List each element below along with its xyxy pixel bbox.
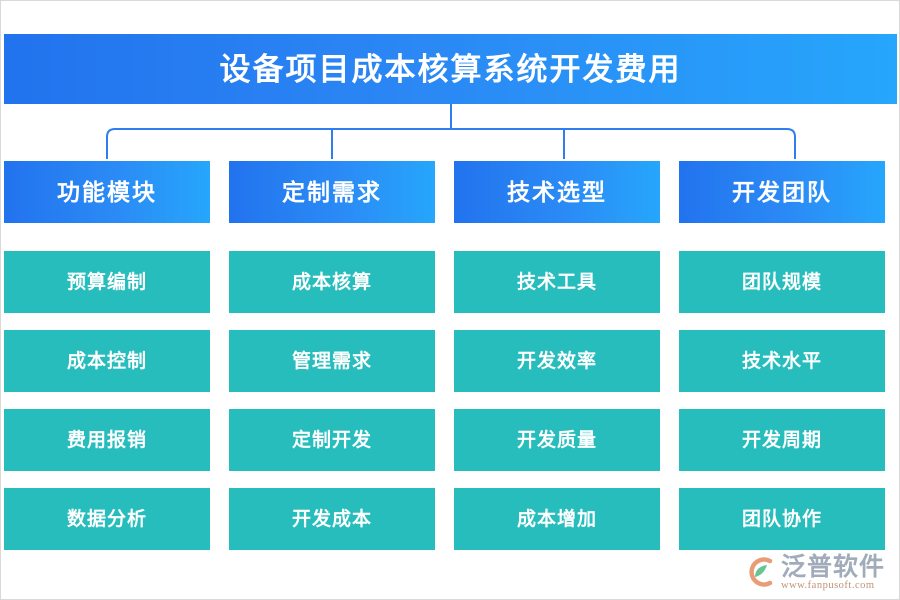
category-columns: 功能模块 预算编制 成本控制 费用报销 数据分析 定制需求 成本核算 [4,161,897,550]
item-label: 成本增加 [516,508,597,530]
column-header-label-3: 技术选型 [507,179,607,205]
item-cell[interactable]: 预算编制 [4,251,210,313]
item-cell[interactable]: 管理需求 [229,330,435,392]
item-label: 开发效率 [516,350,597,372]
item-label: 技术水平 [741,350,822,372]
column-header-4[interactable]: 开发团队 [679,161,885,223]
column-header-3[interactable]: 技术选型 [454,161,660,223]
item-label: 定制开发 [291,429,372,451]
item-label: 费用报销 [66,429,147,451]
item-cell[interactable]: 团队协作 [679,488,885,550]
fanpu-logo-icon [743,555,777,589]
column-header-label-4: 开发团队 [732,179,832,205]
column-technology-selection: 技术选型 技术工具 开发效率 开发质量 成本增加 [454,161,660,550]
item-cell[interactable]: 技术水平 [679,330,885,392]
item-cell[interactable]: 费用报销 [4,409,210,471]
item-label: 开发成本 [291,508,372,530]
connector-lines [106,104,796,159]
item-label: 预算编制 [66,271,147,293]
item-cell[interactable]: 定制开发 [229,409,435,471]
connector-bus [106,128,796,159]
item-cell[interactable]: 成本控制 [4,330,210,392]
watermark: 泛普软件 www.fanpusoft.com [743,554,885,592]
item-cell[interactable]: 成本核算 [229,251,435,313]
item-cell[interactable]: 成本增加 [454,488,660,550]
item-cell[interactable]: 开发周期 [679,409,885,471]
fanpu-logo-wordmark: 泛普软件 www.fanpusoft.com [781,554,885,592]
item-label: 管理需求 [291,350,372,372]
column-header-1[interactable]: 功能模块 [4,161,210,223]
column-custom-requirements: 定制需求 成本核算 管理需求 定制开发 开发成本 [229,161,435,550]
item-label: 成本核算 [291,271,372,293]
column-development-team: 开发团队 团队规模 技术水平 开发周期 团队协作 [679,161,885,550]
column-header-label-2: 定制需求 [282,179,382,205]
brand-url: www.fanpusoft.com [780,579,875,591]
item-label: 团队协作 [741,508,822,530]
column-functional-modules: 功能模块 预算编制 成本控制 费用报销 数据分析 [4,161,210,550]
diagram-title-bar: 设备项目成本核算系统开发费用 [4,34,897,104]
item-cell[interactable]: 开发成本 [229,488,435,550]
item-cell[interactable]: 开发效率 [454,330,660,392]
item-cell[interactable]: 开发质量 [454,409,660,471]
item-cell[interactable]: 数据分析 [4,488,210,550]
item-label: 开发周期 [741,429,822,451]
item-label: 团队规模 [741,271,822,293]
item-label: 技术工具 [516,271,597,293]
item-label: 数据分析 [66,508,147,530]
column-header-label-1: 功能模块 [57,179,157,205]
brand-name: 泛普软件 [780,551,885,581]
item-label: 成本控制 [66,350,147,372]
item-cell[interactable]: 技术工具 [454,251,660,313]
column-header-2[interactable]: 定制需求 [229,161,435,223]
item-label: 开发质量 [516,429,597,451]
page-title: 设备项目成本核算系统开发费用 [219,51,682,87]
item-cell[interactable]: 团队规模 [679,251,885,313]
